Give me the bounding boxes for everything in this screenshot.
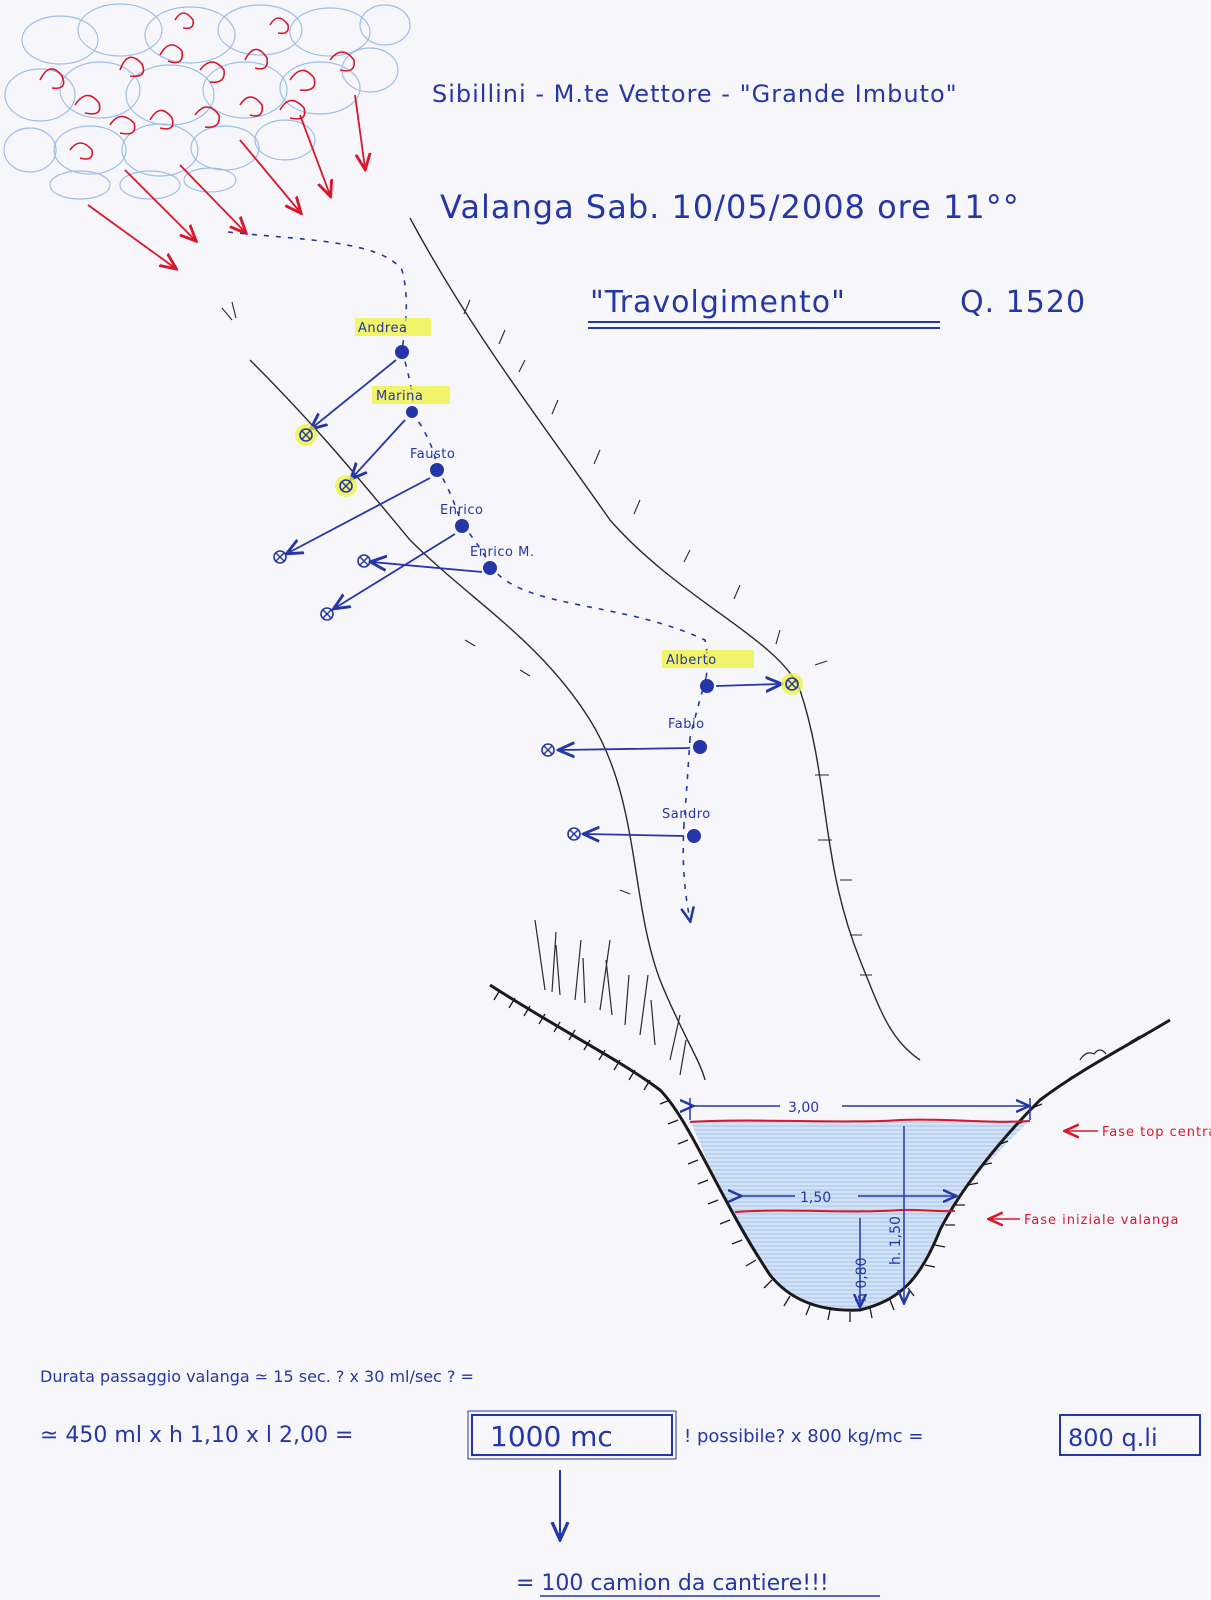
avalanche-cloud [3,3,411,268]
person-label: Andrea [358,321,407,336]
burial-point-icon [541,743,555,757]
burial-point-icon [567,827,581,841]
calc-weight: 800 q.li [1068,1424,1158,1452]
burial-point-icon [339,479,353,493]
title-line-1: Sibillini - M.te Vettore - "Grande Imbut… [432,80,958,108]
person-alberto: Alberto [662,650,803,695]
title-line-2: Valanga Sab. 10/05/2008 ore 11°° [440,188,1020,226]
person-label: Fausto [410,447,455,462]
couloir-lines [221,217,921,1081]
level-top-line [689,1118,1031,1123]
title-line-3-quota: Q. 1520 [960,285,1086,320]
title-line-3-main: "Travolgimento" [590,285,846,320]
person-sandro: Sandro [567,807,711,843]
weight-box [1059,1414,1201,1456]
burial-point-icon [320,607,334,621]
level-initial-line [734,1208,956,1213]
people-layer: Andrea Marina Fausto Enrico [273,318,803,843]
calc-line-2a: ≃ 450 ml x h 1,10 x l 2,00 = [40,1423,353,1448]
volume-box [471,1414,673,1456]
person-label: Marina [376,389,423,404]
person-label: Sandro [662,807,711,822]
channel-cross-section: 3,00 1,50 h. 1,50 h 0,80 Fase top centra… [489,919,1211,1322]
person-label: Fabio [668,717,705,732]
label-top-centrale: Fase top centrale [1102,1125,1211,1140]
person-fausto: Fausto [273,447,455,564]
calc-line-2b: ! possibile? x 800 kg/mc = [684,1426,924,1447]
person-enrico-m: Enrico M. [357,545,535,575]
burial-point-icon [273,550,287,564]
calc-line-1: Durata passaggio valanga ≃ 15 sec. ? x 3… [40,1367,474,1386]
person-label: Enrico [440,503,484,518]
width-initial-label: 1,50 [800,1190,831,1206]
calc-line-3: = 100 camion da cantiere!!! [516,1571,829,1596]
title-block: Sibillini - M.te Vettore - "Grande Imbut… [432,80,1086,329]
person-enrico: Enrico [320,503,484,621]
person-fabio: Fabio [541,717,707,757]
depth-initial-label: h 0,80 [854,1258,870,1303]
calculation-notes: Durata passaggio valanga ≃ 15 sec. ? x 3… [40,1367,1201,1597]
burial-point-icon [357,554,371,568]
person-marina: Marina [335,386,450,497]
label-fase-iniziale: Fase iniziale valanga [1024,1213,1179,1228]
depth-top-label: h. 1,50 [888,1216,904,1265]
track-path [227,231,709,920]
burial-point-icon [299,428,313,442]
person-label: Alberto [666,653,717,668]
snow-fill [690,1120,1030,1311]
person-andrea: Andrea [295,318,431,446]
calc-volume: 1000 mc [490,1420,613,1453]
width-top-label: 3,00 [788,1100,819,1116]
person-label: Enrico M. [470,545,535,560]
burial-point-icon [785,677,799,691]
